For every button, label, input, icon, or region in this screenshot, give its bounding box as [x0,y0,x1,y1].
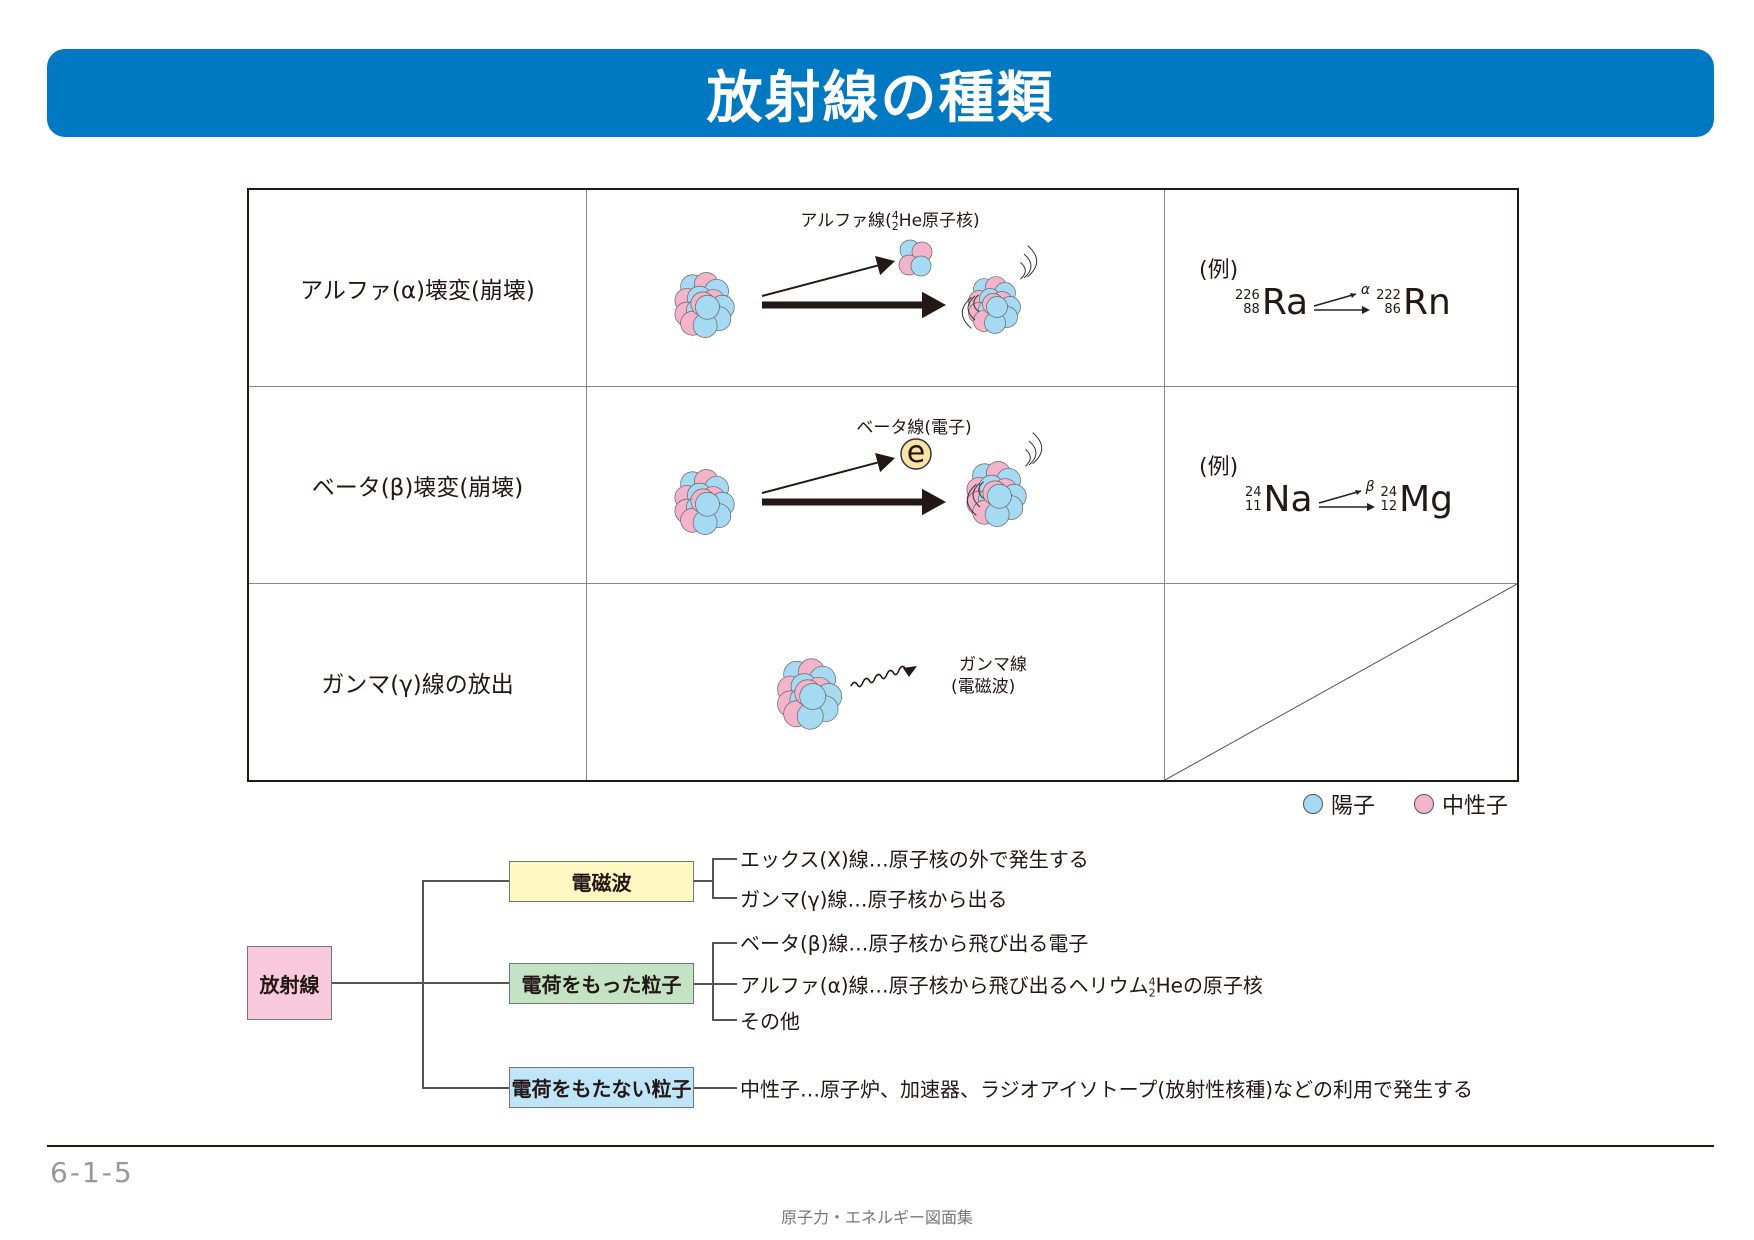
proton [986,296,1008,318]
neutron-swatch-icon [1414,794,1434,814]
example-label: (例) [1199,455,1239,480]
arrow-head [922,488,946,516]
decay-name: アルファ(α)壊変(崩壊) [247,188,587,387]
vibration-wave [961,296,972,329]
branch-charged: 電荷をもった粒子 [509,963,694,1004]
decay-name: ガンマ(γ)線の放出 [247,583,587,782]
example-label: (例) [1199,258,1239,283]
decay-arrow-icon: β [1317,479,1377,517]
proton [695,491,720,517]
vibration-wave [1025,449,1031,467]
proton [695,294,720,320]
beta-illustration: ベータ線(電子) e [586,386,1165,584]
beta-particle-label: ベータ線(電子) [856,418,972,438]
list-item: ガンマ(γ)線…原子核から出る [740,887,1008,912]
arrow-line [761,264,878,297]
vibration-wave [1028,440,1037,466]
vibration-wave [1023,253,1032,279]
electron-symbol: e [906,435,926,470]
branch-neutral: 電荷をもたない粒子 [509,1067,694,1108]
empty-cell [1164,583,1519,782]
legend-neutron: 中性子 [1414,788,1508,820]
gamma-wave-icon [850,665,906,688]
gamma-illustration: ガンマ線 (電磁波) [586,583,1165,782]
list-item: その他 [740,1009,800,1034]
vibration-wave [1020,262,1026,280]
page-number: 6-1-5 [50,1156,134,1189]
alpha-nucleon [910,255,932,277]
proton [799,683,827,710]
alpha-diagram [674,239,1038,338]
table-row-gamma: ガンマ(γ)線の放出 ガンマ線 (電磁波) [247,583,1519,782]
beta-diagram [674,432,1043,535]
vibration-wave [967,295,976,321]
diagonal-line [1165,584,1517,780]
arrow-head [922,291,946,319]
branch-em-wave: 電磁波 [509,861,694,902]
proton-swatch-icon [1303,794,1323,814]
book-title: 原子力・エネルギー図面集 [780,1208,973,1227]
arrow-line [761,461,878,494]
arrow-head [875,453,895,473]
electron-icon [900,438,932,470]
arrow-head [875,256,895,276]
title-banner: 放射線の種類 [47,49,1714,137]
vibration-wave [1032,432,1043,465]
gamma-diagram [777,658,917,730]
vibration-wave [966,483,977,516]
decay-arrow-icon: α [1312,282,1372,320]
root-box: 放射線 [247,946,332,1020]
proton [987,483,1012,509]
gamma-label-sub: (電磁波) [951,677,1016,697]
list-item: 中性子…原子炉、加速器、ラジオアイソトープ(放射性核種)などの利用で発生する [740,1077,1474,1102]
gamma-label: ガンマ線 [959,655,1027,675]
vibration-wave [973,294,979,312]
vibration-wave [978,481,984,499]
footer-rule [47,1145,1714,1147]
vibration-wave [1027,245,1038,278]
page-title: 放射線の種類 [706,65,1055,131]
decay-name: ベータ(β)壊変(崩壊) [247,386,587,584]
list-item: ベータ(β)線…原子核から飛び出る電子 [740,931,1089,956]
list-item: エックス(X)線…原子核の外で発生する [740,847,1089,872]
vibration-wave [972,482,981,508]
legend-proton: 陽子 [1303,788,1375,820]
arrow-head [903,666,917,677]
